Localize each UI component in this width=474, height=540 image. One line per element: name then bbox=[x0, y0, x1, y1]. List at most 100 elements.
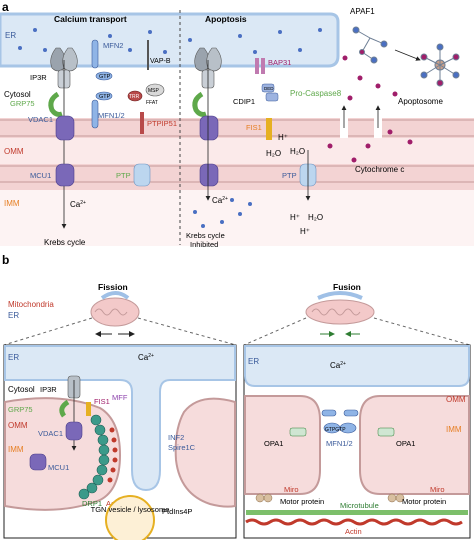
er-label-fusion: ER bbox=[248, 357, 259, 366]
grp75-protein bbox=[48, 91, 63, 117]
mcu1-label: MCU1 bbox=[30, 171, 51, 180]
vdac1-channel bbox=[55, 115, 75, 141]
mfn12-dimer bbox=[321, 409, 359, 434]
fission-mito bbox=[4, 397, 122, 511]
omm-label-b: OMM bbox=[8, 421, 28, 430]
ptp-label-left: PTP bbox=[116, 171, 131, 180]
hplus-1: H⁺ bbox=[278, 133, 288, 142]
matrix-calcium-dots bbox=[193, 198, 252, 228]
trr-label: TRR bbox=[129, 94, 140, 100]
ptdins-label: PtdIns4P bbox=[162, 507, 192, 516]
panel-b-letter: b bbox=[2, 253, 9, 267]
hplus-2: H⁺ bbox=[290, 213, 300, 222]
matrix bbox=[0, 190, 474, 246]
spire1c-label: Spire1C bbox=[168, 443, 196, 452]
grp75-b bbox=[59, 399, 70, 418]
ca-label-left: Ca2+ bbox=[70, 200, 86, 209]
ca-label-fusion: Ca2+ bbox=[330, 361, 346, 370]
procaspase8-label: Pro-Caspase8 bbox=[290, 89, 342, 98]
ip3r-channel-left bbox=[50, 47, 78, 89]
fission-mito-right bbox=[174, 397, 236, 508]
cytosol-label: Cytosol bbox=[4, 90, 31, 99]
imm-band bbox=[0, 164, 474, 190]
fis1-protein bbox=[266, 118, 272, 140]
mcu1-b bbox=[29, 453, 47, 471]
fis1-b bbox=[86, 402, 91, 416]
grp75-label-b: GRP75 bbox=[8, 405, 33, 414]
omm-label-fusion: OMM bbox=[446, 395, 466, 404]
imm-label-b: IMM bbox=[8, 445, 24, 454]
trr-domain bbox=[127, 90, 143, 102]
drp1-ring bbox=[78, 414, 110, 500]
fusion-mito-left bbox=[244, 395, 321, 495]
h2o-1: H₂O bbox=[266, 149, 281, 158]
er-label-fission: ER bbox=[8, 353, 19, 362]
grp75-right bbox=[192, 91, 207, 117]
drp1-label: DRP1 bbox=[82, 499, 102, 508]
er-label: ER bbox=[5, 31, 16, 40]
bap31-protein bbox=[255, 58, 259, 74]
ip3r-label-b: IP3R bbox=[40, 385, 57, 394]
mitochondria-label: Mitochondria bbox=[8, 300, 54, 309]
intermembrane-space bbox=[0, 138, 474, 164]
microtubule-bar bbox=[246, 510, 468, 515]
fission-title: Fission bbox=[98, 282, 128, 292]
ded-complex: DED bbox=[261, 83, 279, 102]
fission-mito-icon bbox=[90, 297, 140, 327]
imm-label-fusion: IMM bbox=[446, 425, 462, 434]
mcu1-right bbox=[199, 163, 219, 187]
apaf1-cluster bbox=[352, 26, 388, 64]
mcu1-label-b: MCU1 bbox=[48, 463, 69, 472]
omm-label: OMM bbox=[4, 147, 24, 156]
fission-er bbox=[4, 345, 236, 492]
ca-label-right: Ca2+ bbox=[212, 196, 228, 205]
vdac1-label-b: VDAC1 bbox=[38, 429, 63, 438]
msp-domain bbox=[145, 83, 165, 97]
fusion-title: Fusion bbox=[333, 282, 361, 292]
hplus-3: H⁺ bbox=[300, 227, 310, 236]
er-label-b: ER bbox=[8, 311, 19, 320]
apoptosome-label: Apoptosome bbox=[398, 97, 443, 106]
fusion-mito-right-b bbox=[359, 395, 470, 495]
krebs-inhibited-label: Krebs cycle Inhibited bbox=[186, 231, 227, 249]
mff-label: MFF bbox=[112, 393, 128, 402]
mfn2-label: MFN2 bbox=[103, 41, 123, 50]
motor-label-left: Motor protein bbox=[280, 497, 324, 506]
cytochrome-c-label: Cytochrome c bbox=[355, 165, 404, 174]
tgn-label: TGN vesicle / lysosome bbox=[91, 505, 170, 514]
fusion-mito-icon bbox=[305, 299, 375, 325]
fis1-label-b: FIS1 bbox=[94, 397, 110, 406]
cdip1-label: CDIP1 bbox=[233, 97, 255, 106]
ptpip51-anchor bbox=[140, 112, 144, 134]
motor-label-right: Motor protein bbox=[402, 497, 446, 506]
gtp-label-1: GTP bbox=[99, 74, 111, 80]
ptp-channel-left bbox=[133, 163, 151, 187]
mfn12-label-b: MFN1/2 bbox=[326, 439, 353, 448]
cytosol-label-b: Cytosol bbox=[8, 385, 35, 394]
ffat-label: FFAT bbox=[146, 100, 158, 106]
ca-label-fission: Ca2+ bbox=[138, 353, 154, 362]
apaf1-label: APAF1 bbox=[350, 7, 375, 16]
ip3r-label: IP3R bbox=[30, 73, 47, 82]
microtubule-label: Microtubule bbox=[340, 501, 379, 510]
ptp-label-right: PTP bbox=[282, 171, 297, 180]
krebs-cycle-label: Krebs cycle bbox=[44, 238, 86, 247]
mcu1-channel bbox=[55, 163, 75, 187]
mfn2-tether bbox=[91, 39, 113, 129]
vdac1-b bbox=[65, 421, 83, 441]
opa1-right bbox=[377, 427, 395, 437]
h2o-2: H₂O bbox=[290, 147, 305, 156]
er-calcium-dots bbox=[18, 28, 322, 54]
gtpgtp-label: GTPGTP bbox=[325, 427, 346, 433]
ef-hands bbox=[255, 493, 405, 503]
opa1-label-left: OPA1 bbox=[264, 439, 283, 448]
fusion-er bbox=[244, 345, 470, 387]
vdac1-label: VDAC1 bbox=[28, 115, 53, 124]
actin-filament bbox=[107, 427, 118, 483]
gtp-label-2: GTP bbox=[99, 94, 111, 100]
svg-text:DED: DED bbox=[264, 86, 274, 91]
panel-a-letter: a bbox=[2, 0, 9, 14]
actin-label-fusion: Actin bbox=[345, 527, 362, 536]
ptpip51-label: PTPIP51 bbox=[147, 119, 177, 128]
